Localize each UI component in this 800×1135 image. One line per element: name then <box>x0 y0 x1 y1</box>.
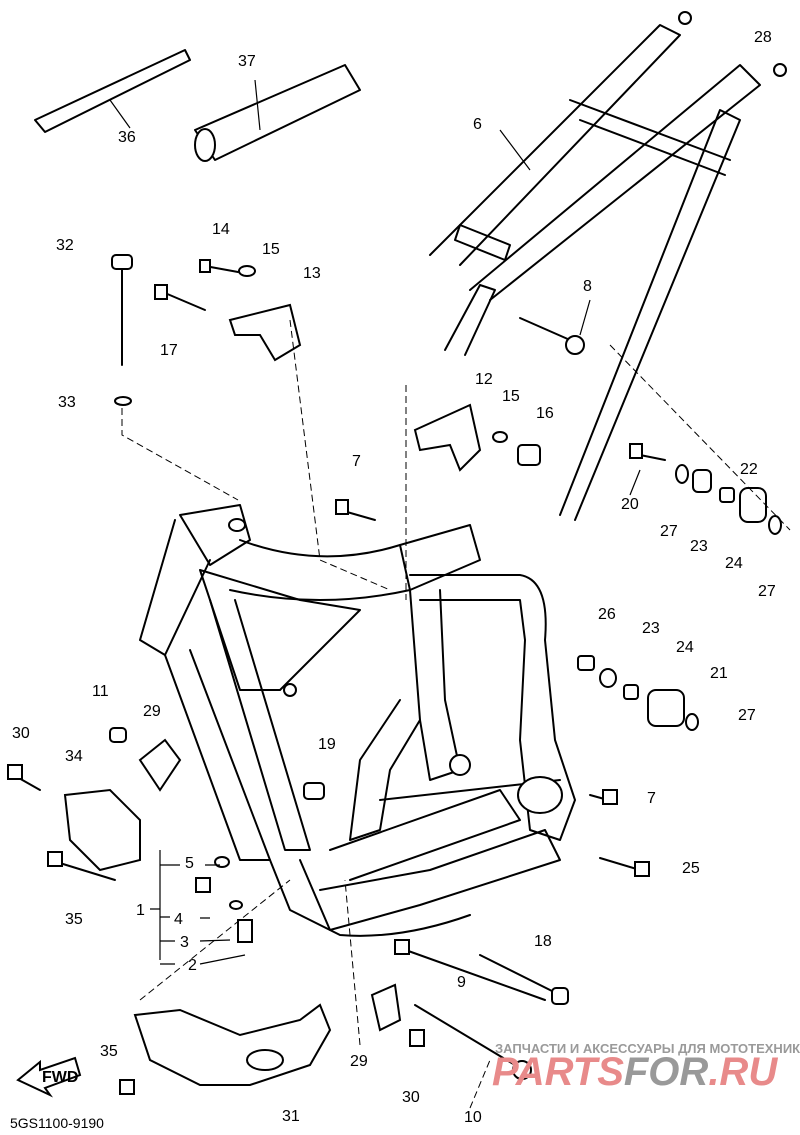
callout: 9 <box>457 974 466 991</box>
watermark-tagline: ЗАПЧАСТИ И АКСЕССУАРЫ ДЛЯ МОТОТЕХНИКИ <box>495 1041 800 1056</box>
callout: 12 <box>475 371 493 388</box>
callout: 33 <box>58 394 76 411</box>
small-parts-drawing <box>7 254 782 1095</box>
callout: 23 <box>642 620 660 637</box>
callout: 18 <box>534 933 552 950</box>
callout: 26 <box>598 606 616 623</box>
callout: 21 <box>710 665 728 682</box>
callout: 20 <box>621 496 639 513</box>
callout: 7 <box>352 453 361 470</box>
tools-drawing <box>34 49 361 162</box>
callout: 1 <box>136 902 145 919</box>
callout: 24 <box>725 555 743 572</box>
callout: 29 <box>350 1053 368 1070</box>
callout: 27 <box>758 583 776 600</box>
diagram-code: 5GS1100-9190 <box>10 1115 104 1131</box>
callout: 13 <box>303 265 321 282</box>
callout: 30 <box>402 1089 420 1106</box>
callout: 22 <box>740 461 758 478</box>
callout: 27 <box>738 707 756 724</box>
callout: 29 <box>143 703 161 720</box>
callout: 28 <box>754 29 772 46</box>
callout-labels: 28 37 6 36 14 15 13 32 8 17 33 12 15 16 … <box>12 29 776 1126</box>
callout: 32 <box>56 237 74 254</box>
callout: 16 <box>536 405 554 422</box>
callout: 19 <box>318 736 336 753</box>
fwd-label: FWD <box>42 1069 78 1086</box>
callout: 15 <box>262 241 280 258</box>
callout: 11 <box>92 683 109 700</box>
callout: 3 <box>180 934 189 951</box>
callout: 34 <box>65 748 83 765</box>
callout: 6 <box>473 116 482 133</box>
callout: 17 <box>160 342 178 359</box>
callout: 4 <box>174 911 183 928</box>
callout: 31 <box>282 1108 300 1125</box>
callout: 35 <box>65 911 83 928</box>
callout: 23 <box>690 538 708 555</box>
callout: 2 <box>188 957 197 974</box>
watermark-brand: PARTSFOR.RU <box>492 1050 778 1094</box>
callout: 30 <box>12 725 30 742</box>
rear-subframe-drawing <box>429 11 787 521</box>
callout: 24 <box>676 639 694 656</box>
callout: 35 <box>100 1043 118 1060</box>
callout: 5 <box>185 855 194 872</box>
callout: 10 <box>464 1109 482 1126</box>
callout: 36 <box>118 129 136 146</box>
callout: 25 <box>682 860 700 877</box>
watermark: ЗАПЧАСТИ И АКСЕССУАРЫ ДЛЯ МОТОТЕХНИКИ PA… <box>492 1041 800 1094</box>
callout: 27 <box>660 523 678 540</box>
leader-lines <box>109 79 791 1109</box>
callout: 15 <box>502 388 520 405</box>
fwd-arrow-icon: FWD <box>16 1056 82 1098</box>
callout: 8 <box>583 278 592 295</box>
callout: 37 <box>238 53 256 70</box>
callout: 7 <box>647 790 656 807</box>
main-frame-drawing <box>139 504 576 937</box>
callout: 14 <box>212 221 230 238</box>
